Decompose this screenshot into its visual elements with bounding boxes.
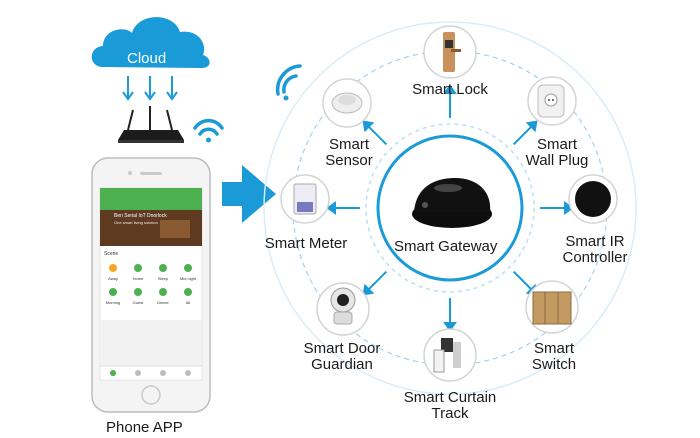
device-label-line: Controller [562, 249, 628, 266]
router-icon [118, 106, 184, 143]
app-scene-label[interactable]: Dinner [157, 300, 169, 305]
device-label-line: Smart [533, 340, 574, 357]
app-scene-label[interactable]: Home [132, 276, 144, 281]
spoke-arrow-head [525, 120, 538, 133]
app-scene-icons [109, 264, 192, 296]
cloud-label: Cloud [127, 50, 167, 67]
hub-label: Smart Gateway [394, 238, 498, 255]
device-label-line: Sensor [325, 152, 373, 169]
device-label-line: Smart Curtain [403, 389, 497, 406]
device-label-line: Smart IR [565, 233, 625, 250]
spoke-arrow-head [362, 283, 375, 296]
device-label-line: Switch [531, 356, 577, 373]
gateway-device-icon [412, 178, 492, 228]
device-label-line: Track [431, 405, 469, 422]
wifi-icon [193, 118, 224, 143]
app-scene-label[interactable]: Mid night [180, 276, 197, 281]
phone-to-hub-arrow [222, 165, 276, 223]
device-label-line: Smart Lock [412, 81, 488, 98]
spoke-arrows [326, 84, 574, 332]
app-scene-label[interactable]: Guest [132, 300, 144, 305]
app-scene-label[interactable]: Away [108, 276, 118, 281]
device-label-line: Guardian [311, 356, 373, 373]
device-label-line: Smart [328, 136, 369, 153]
device-label-line: Smart Meter [264, 235, 348, 252]
phone-device [91, 157, 211, 413]
app-scene-label[interactable]: Morning [105, 300, 121, 305]
spoke-arrow-head [443, 322, 457, 332]
cloud-icon [91, 17, 210, 68]
spoke-arrow-head [564, 201, 574, 215]
app-header-subtitle: One smart living solution [114, 220, 158, 225]
app-header-title: Ben Serial IoT Doorlock [114, 213, 167, 219]
phone-label: Phone APP [106, 419, 183, 436]
wifi-signal-icon [275, 64, 302, 101]
spoke-arrow-head [326, 201, 336, 215]
app-scene-label[interactable]: Sleep [157, 276, 169, 281]
device-label-lock: Smart Lock [390, 82, 510, 98]
spoke-arrow-head [362, 120, 375, 133]
device-label-meter: Smart Meter [246, 236, 366, 252]
device-label-line: Wall Plug [525, 152, 589, 169]
device-label-line: Smart Door [303, 340, 381, 357]
spoke-arrow-head [443, 84, 457, 94]
app-section-title: Scene [104, 251, 119, 257]
device-label-line: Smart [536, 136, 577, 153]
app-scene-label[interactable]: All [185, 300, 191, 305]
cloud-down-arrows [122, 76, 178, 101]
device-icons [280, 25, 618, 382]
